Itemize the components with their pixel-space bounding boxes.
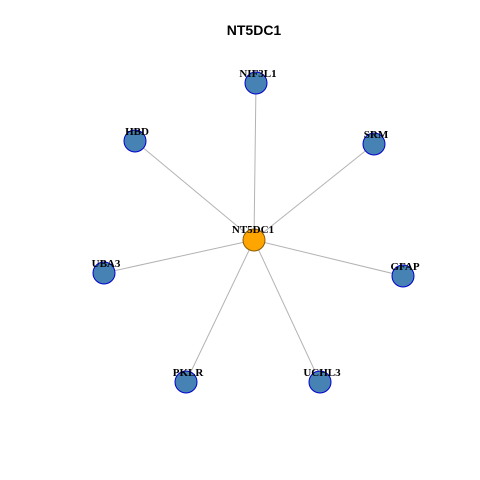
nodes-layer <box>92 71 415 394</box>
edge-nt5dc1-uba3 <box>103 239 255 274</box>
edges-layer <box>103 82 404 383</box>
node-label-gfap: GFAP <box>390 261 419 273</box>
edge-nt5dc1-nif3l1 <box>253 82 257 241</box>
node-label-pklr: PKLR <box>173 367 205 379</box>
node-label-srm: SRM <box>364 129 389 141</box>
node-gfap[interactable] <box>391 264 415 288</box>
node-nif3l1[interactable] <box>244 71 268 95</box>
edge-nt5dc1-pklr <box>185 239 255 383</box>
node-center-nt5dc1[interactable] <box>242 228 266 252</box>
diagram-title: NT5DC1 <box>227 22 282 38</box>
node-uba3[interactable] <box>92 261 116 285</box>
node-label-center: NT5DC1 <box>232 224 274 236</box>
node-label-uchl3: UCHL3 <box>303 367 341 379</box>
node-label-nif3l1: NIF3L1 <box>239 68 276 80</box>
node-label-uba3: UBA3 <box>92 258 121 270</box>
edge-nt5dc1-uchl3 <box>253 239 321 383</box>
edge-nt5dc1-hbd <box>134 140 255 241</box>
node-pklr[interactable] <box>174 370 198 394</box>
node-srm[interactable] <box>362 132 386 156</box>
edge-nt5dc1-srm <box>253 143 375 241</box>
node-uchl3[interactable] <box>308 370 332 394</box>
node-hbd[interactable] <box>123 129 147 153</box>
edge-nt5dc1-gfap <box>253 239 404 277</box>
node-label-hbd: HBD <box>125 126 149 138</box>
